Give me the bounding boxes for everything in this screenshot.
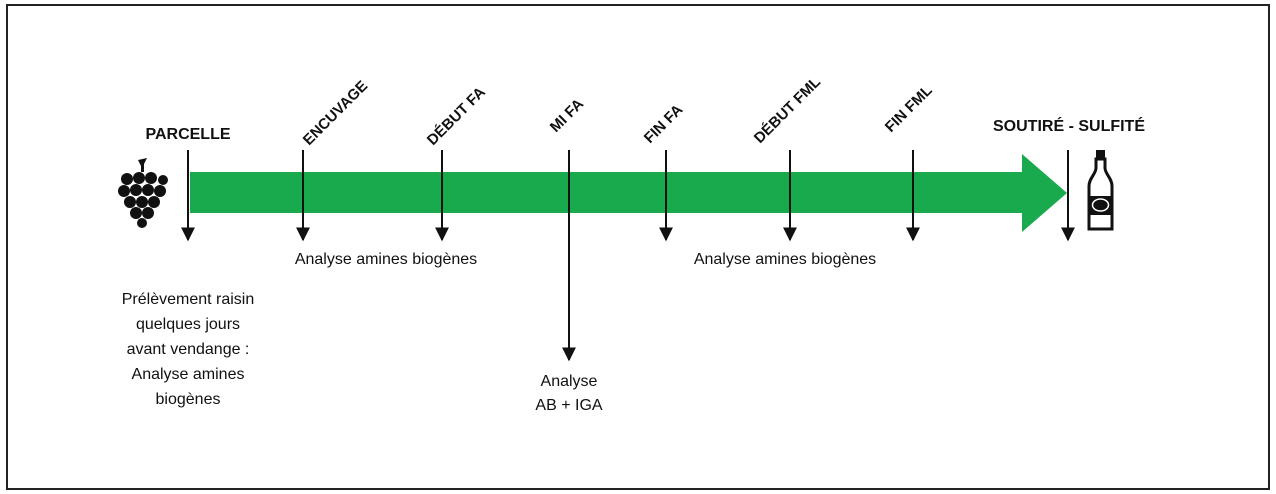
prelevement-line: avant vendange : [127,341,250,358]
process-arrow [190,154,1067,232]
end-label: SOUTIRÉ - SULFITÉ [993,116,1145,135]
milestone-debut-fml: DÉBUT FML [751,74,824,147]
milestone-debut-fa: DÉBUT FA [424,84,489,149]
milestone-encuvage: ENCUVAGE [300,77,371,148]
milestone-mi-fa: MI FA [547,95,587,135]
milestone-fin-fml: FIN FML [882,82,936,136]
analysis-label-right: Analyse amines biogènes [694,251,876,268]
grapes-icon [118,158,168,228]
analysis-label-left: Analyse amines biogènes [295,251,477,268]
prelevement-line: Prélèvement raisin [122,291,255,308]
milestone-fin-fa: FIN FA [641,101,687,147]
prelevement-line: biogènes [156,391,221,408]
prelevement-line: Analyse amines [132,366,245,383]
mi-fa-analysis-note: Analyse AB + IGA [535,373,602,414]
prelevement-line: quelques jours [136,316,240,333]
mi-fa-analysis-line: AB + IGA [535,397,602,414]
prelevement-note: Prélèvement raisin quelques jours avant … [122,291,255,408]
diagram-frame [6,4,1270,490]
start-label: PARCELLE [145,126,230,143]
wine-bottle-icon [1087,150,1114,231]
mi-fa-analysis-line: Analyse [541,373,598,390]
